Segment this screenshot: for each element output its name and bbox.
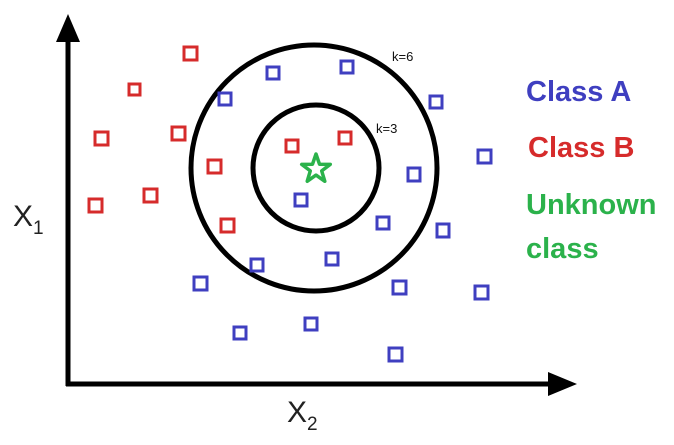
class-a-point bbox=[387, 346, 404, 363]
class-a-point bbox=[435, 222, 451, 239]
class-b-point bbox=[93, 130, 110, 147]
axes bbox=[56, 14, 577, 396]
class-a-point bbox=[406, 166, 422, 183]
label-k3: k=3 bbox=[376, 121, 397, 136]
class-b-point bbox=[127, 82, 142, 97]
x-axis-label: X2 bbox=[287, 396, 318, 435]
class-a-point bbox=[265, 65, 281, 81]
label-k6: k=6 bbox=[392, 49, 413, 64]
class-b-point bbox=[87, 197, 104, 214]
circle-k3 bbox=[250, 102, 382, 234]
class-a-point bbox=[476, 148, 493, 165]
class-a-point bbox=[428, 94, 444, 110]
x-axis-arrow-icon bbox=[548, 372, 577, 396]
legend-class-a: Class A bbox=[526, 76, 631, 108]
class-a-point bbox=[249, 257, 265, 273]
class-b-point bbox=[142, 187, 159, 204]
y-axis-arrow-icon bbox=[56, 14, 80, 42]
class-a-point bbox=[324, 251, 340, 267]
class-a-point bbox=[473, 284, 490, 301]
class-a-point bbox=[293, 192, 309, 208]
class-b-point bbox=[284, 138, 300, 154]
legend: Class A Class B Unknown class bbox=[526, 76, 657, 265]
legend-unknown-line1: Unknown bbox=[526, 189, 657, 221]
class-b-points bbox=[87, 45, 353, 234]
star-icon bbox=[299, 152, 333, 184]
class-b-point bbox=[219, 217, 236, 234]
legend-unknown-line2: class bbox=[526, 233, 599, 265]
class-a-point bbox=[391, 279, 408, 296]
class-b-point bbox=[170, 125, 187, 142]
class-a-point bbox=[232, 325, 248, 341]
class-a-point bbox=[217, 91, 233, 107]
class-b-point bbox=[182, 45, 199, 62]
circle-k6 bbox=[188, 42, 440, 294]
y-axis-label: X1 bbox=[13, 200, 44, 239]
class-a-point bbox=[339, 59, 355, 75]
neighborhood-circles: k=3 k=6 bbox=[188, 42, 440, 294]
class-a-points bbox=[192, 59, 493, 363]
legend-class-b: Class B bbox=[528, 132, 634, 164]
class-b-point bbox=[337, 130, 353, 146]
class-a-point bbox=[303, 316, 319, 332]
class-a-point bbox=[375, 215, 391, 231]
class-b-point bbox=[206, 158, 223, 175]
class-a-point bbox=[192, 275, 209, 292]
